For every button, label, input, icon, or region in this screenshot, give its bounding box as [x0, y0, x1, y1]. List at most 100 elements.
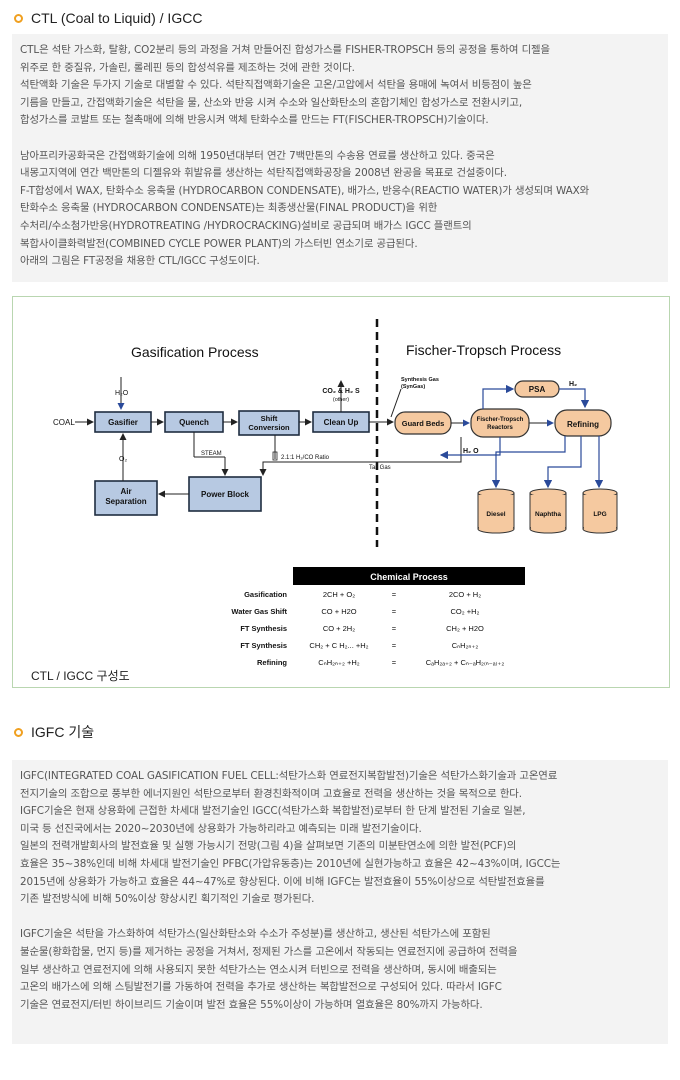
paragraph-line: 일부 생산하고 연료전지에 의해 사용되지 못한 석탄가스는 연소시켜 터빈으로… — [20, 963, 497, 976]
shift-label-2: Conversion — [248, 423, 290, 432]
ctl-description: CTL은 석탄 가스화, 탈황, CO2분리 등의 과정을 거쳐 만들어진 합성… — [12, 34, 668, 282]
paragraph-line: 기존 발전방식에 비해 50%이상 향상시킨 획기적인 기술로 평가된다. — [20, 893, 315, 906]
paragraph-line: 고온의 배가스에 의해 스팀발전기를 가동하여 전력을 추가로 생산하는 복합발… — [20, 981, 502, 994]
paragraph-line: 불순물(황화합물, 먼지 등)를 제거하는 공정을 거쳐서, 정제된 가스를 고… — [20, 945, 518, 958]
h2o-out-line — [439, 437, 501, 460]
svg-text:CO + 2H₂: CO + 2H₂ — [323, 624, 355, 633]
naphtha-tank — [529, 488, 567, 534]
svg-text:FT Synthesis: FT Synthesis — [240, 624, 287, 633]
coal-label: COAL — [53, 418, 75, 427]
chemical-header-bar — [293, 567, 525, 585]
psa-label: PSA — [529, 385, 546, 394]
svg-text:CO₂ +H₂: CO₂ +H₂ — [451, 607, 480, 616]
paragraph-line: 일본의 전력개발회사의 발전효율 및 실행 가능시기 전망(그림 4)을 살펴보… — [20, 840, 517, 853]
power-block-box — [188, 476, 262, 512]
svg-text:=: = — [392, 641, 397, 650]
figure-caption: CTL / IGCC 구성도 — [31, 669, 130, 683]
chemical-row: FT Synthesis CO + 2H₂ = CH₂ + H2O — [240, 624, 484, 633]
svg-text:CH₂ + H2O: CH₂ + H2O — [446, 624, 484, 633]
paragraph-line: IGFC(INTEGRATED COAL GASIFICATION FUEL C… — [20, 770, 558, 782]
steam-label: STEAM — [201, 451, 222, 457]
paragraph-line: 위주로 한 중질유, 가솔린, 롤레핀 등의 합성석유를 제조하는 것에 관한 … — [20, 61, 355, 74]
svg-text:2CO + H₂: 2CO + H₂ — [449, 590, 481, 599]
chemical-row: Gasification 2CH + O₂ = 2CO + H₂ — [244, 590, 481, 599]
naphtha-line — [543, 436, 582, 489]
paragraph-line: 전지기술의 조합으로 풍부한 에너지원인 석탄으로부터 환경친화적이며 고효율로… — [20, 787, 522, 800]
ft-label-1: Fischer-Tropsch — [477, 417, 524, 423]
paragraph-gap — [20, 909, 660, 927]
svg-text:2CH + O₂: 2CH + O₂ — [323, 590, 355, 599]
section-title-text: CTL (Coal to Liquid) / IGCC — [31, 10, 203, 26]
svg-text:CH₂ + C H₂... +H₂: CH₂ + C H₂... +H₂ — [309, 641, 368, 650]
air-separation-box — [94, 480, 158, 516]
paragraph-line: 미국 등 선진국에서는 2020~2030년에 상용화가 가능하리라고 예측되는… — [20, 822, 422, 835]
paragraph-line: 아래의 그림은 FT공정을 채용한 CTL/IGCC 구성도이다. — [20, 255, 260, 268]
refining-label: Refining — [567, 420, 599, 429]
air-label-1: Air — [120, 487, 131, 496]
svg-text:Gasification: Gasification — [244, 590, 287, 599]
paragraph-line: 탄화수소 응축물 (HYDROCARBON CONDENSATE)는 최종생산물… — [20, 202, 438, 215]
quench-label: Quench — [179, 418, 209, 427]
section-title-ctl: CTL (Coal to Liquid) / IGCC — [14, 8, 202, 28]
ft-title: Fischer-Tropsch Process — [406, 342, 561, 358]
diesel-label: Diesel — [486, 511, 505, 518]
h2o-out-label: H₂ O — [463, 448, 479, 455]
svg-text:Water Gas Shift: Water Gas Shift — [231, 607, 287, 616]
syngas-label-1: Synthesis Gas — [401, 377, 439, 383]
paragraph-line: 복합사이클화력발전(COMBINED CYCLE POWER PLANT)의 가… — [20, 237, 418, 250]
paragraph-line: IGFC기술은 석탄을 가스화하여 석탄가스(일산화탄소와 수소가 주성분)를 … — [20, 928, 491, 941]
svg-text:FT Synthesis: FT Synthesis — [240, 641, 287, 650]
paragraph-line: 수처리/수소첨가반응(HYDROTREATING /HYDROCRACKING)… — [20, 219, 472, 232]
other-label: (other) — [333, 397, 349, 403]
chemical-row: Water Gas Shift CO + H2O = CO₂ +H₂ — [231, 607, 479, 616]
shift-conversion-box — [238, 410, 300, 436]
syngas-label-2: (SynGas) — [401, 384, 425, 390]
paragraph-line: 석탄액화 기술은 두가지 기술로 대별할 수 있다. 석탄직접액화기술은 고온/… — [20, 79, 532, 92]
naphtha-label: Naphtha — [535, 511, 561, 518]
shift-label-1: Shift — [261, 414, 278, 423]
diesel-line — [491, 436, 566, 489]
section-title-text: IGFC 기술 — [31, 724, 95, 740]
paragraph-line: 내몽고지역에 연간 백만톤의 디젤유와 휘발유를 생산하는 석탄직접액화공장을 … — [20, 167, 507, 180]
paragraph-line: CTL은 석탄 가스화, 탈황, CO2분리 등의 과정을 거쳐 만들어진 합성… — [20, 44, 550, 56]
cleanup-label: Clean Up — [324, 418, 359, 427]
paragraph-line: 효율은 35~38%인데 비해 차세대 발전기술인 PFBC(가압유동층)는 2… — [20, 857, 561, 870]
diesel-tank — [477, 488, 515, 534]
ratio-label: 2.1:1 H₂/CO Ratio — [281, 455, 330, 461]
tailgas-label: Tail Gas — [369, 465, 391, 471]
ratio-bracket — [272, 451, 278, 461]
ft-reactors-box — [470, 408, 530, 438]
bullet-icon — [14, 13, 23, 23]
guard-beds-label: Guard Beds — [402, 419, 445, 428]
svg-text:CₙH₂ₙ₊₂ +H₂: CₙH₂ₙ₊₂ +H₂ — [318, 658, 359, 667]
svg-text:CₙH₂ₙ₊₂: CₙH₂ₙ₊₂ — [452, 641, 479, 650]
gasifier-label: Gasifier — [108, 418, 138, 427]
refining-box — [554, 409, 612, 437]
h2-label: H₂ — [569, 381, 577, 388]
svg-text:=: = — [392, 624, 397, 633]
paragraph-line: 남아프리카공화국은 간접액화기술에 의해 1950년대부터 연간 7백만톤의 수… — [20, 149, 495, 162]
co2-label: CO₂ & H₂ S — [322, 388, 360, 395]
chemical-row: Refining CₙH₂ₙ₊₂ +H₂ = CₐH₂ₐ₊₂ + Cₙ₋ₐH₂₍… — [257, 658, 504, 667]
ctl-igcc-diagram: Gasification Process Fischer-Tropsch Pro… — [12, 296, 670, 688]
section-title-igfc: IGFC 기술 — [14, 722, 94, 742]
tailgas-line — [259, 437, 462, 476]
paragraph-line: 기술은 연료전지/터빈 하이브리드 기술이며 발전 효율은 55%이상이 가능하… — [20, 998, 483, 1011]
gasification-title: Gasification Process — [131, 344, 259, 360]
bullet-icon — [14, 727, 23, 737]
o2-label: O₂ — [119, 456, 127, 463]
paragraph-line: 기름을 만들고, 간접액화기술은 석탄을 물, 산소와 반응 시켜 수소와 일산… — [20, 96, 523, 109]
svg-text:=: = — [392, 590, 397, 599]
lpg-tank — [582, 488, 618, 534]
svg-text:=: = — [392, 607, 397, 616]
ft-label-2: Reactors — [487, 425, 513, 431]
svg-text:CO + H2O: CO + H2O — [321, 607, 356, 616]
chemical-header: Chemical Process — [370, 572, 448, 582]
svg-text:=: = — [392, 658, 397, 667]
lpg-label: LPG — [593, 511, 606, 518]
paragraph-gap — [20, 130, 660, 148]
paragraph-line: F-T합성에서 WAX, 탄화수소 응축물 (HYDROCARBON CONDE… — [20, 184, 590, 197]
power-block-label: Power Block — [201, 490, 250, 499]
paragraph-line: 합성가스를 코발트 또는 철촉매에 의해 반응시켜 액체 탄화수소를 만드는 F… — [20, 114, 489, 127]
syngas-psa-line — [482, 384, 515, 409]
